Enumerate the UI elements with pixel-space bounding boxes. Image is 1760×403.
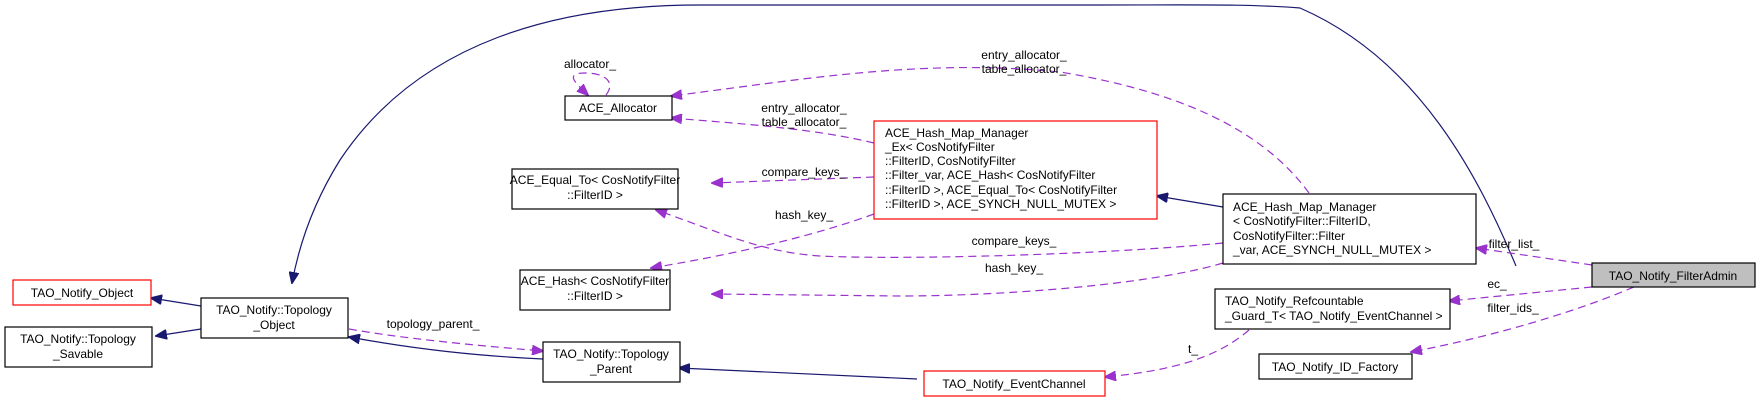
node-label: ACE_Equal_To< CosNotifyFilter (510, 173, 680, 187)
edge-label-table-allocator-mid: table_allocator_ (762, 115, 847, 129)
edge-label-topology-parent: topology_parent_ (387, 317, 480, 331)
node-label: TAO_Notify_Object (31, 286, 134, 300)
node-label: TAO_Notify_FilterAdmin (1609, 269, 1737, 283)
node-label: ACE_Hash_Map_Manager (1233, 200, 1376, 214)
edge-label-ec: ec_ (1487, 277, 1507, 291)
node-tao-notify-filteradmin[interactable]: TAO_Notify_FilterAdmin (1591, 262, 1756, 288)
node-label: _Guard_T< TAO_Notify_EventChannel > (1224, 309, 1443, 323)
edge-refcountable-guard-to-event-channel (1105, 329, 1250, 377)
edge-label-t: t_ (1188, 342, 1198, 356)
node-ace-hash-map-manager[interactable]: ACE_Hash_Map_Manager < CosNotifyFilter::… (1222, 193, 1477, 265)
edge-allocator-self (572, 72, 611, 95)
node-ace-hash[interactable]: ACE_Hash< CosNotifyFilter ::FilterID > (519, 269, 671, 311)
node-tao-notify-id-factory[interactable]: TAO_Notify_ID_Factory (1258, 353, 1413, 380)
edge-label-filter-list: filter_list_ (1489, 237, 1540, 251)
node-label: TAO_Notify::Topology (216, 303, 332, 317)
node-label: ::FilterID >, ACE_Equal_To< CosNotifyFil… (885, 183, 1117, 197)
node-ace-hash-map-manager-ex[interactable]: ACE_Hash_Map_Manager _Ex< CosNotifyFilte… (873, 120, 1158, 220)
node-topology-savable[interactable]: TAO_Notify::Topology _Savable (4, 326, 153, 368)
edge-topology-parent-to-topology-object (349, 337, 544, 360)
edge-topology-object-to-topology-savable (156, 328, 202, 336)
node-label: TAO_Notify::Topology (553, 347, 669, 361)
edge-hash-map-ex-to-hash (651, 213, 875, 268)
node-label: ::FilterID, CosNotifyFilter (885, 154, 1016, 168)
node-label: ::Filter_var, ACE_Hash< CosNotifyFilter (885, 168, 1095, 182)
node-label: < CosNotifyFilter::FilterID, (1233, 214, 1371, 228)
node-label: ACE_Hash_Map_Manager (885, 126, 1028, 140)
node-label: TAO_Notify_Refcountable (1225, 294, 1364, 308)
edge-filteradmin-to-hash-map-manager (1476, 248, 1593, 266)
node-refcountable-guard[interactable]: TAO_Notify_Refcountable _Guard_T< TAO_No… (1214, 288, 1451, 330)
edge-topology-object-to-notify-object (151, 298, 202, 307)
node-label: _Savable (52, 347, 103, 361)
edge-hash-map-manager-to-hash (712, 262, 1224, 296)
edge-hash-map-ex-to-allocator (671, 118, 875, 144)
node-label: TAO_Notify::Topology (20, 332, 136, 346)
edge-label-allocator: allocator_ (564, 57, 616, 71)
edge-hash-map-ex-to-equal-to (712, 176, 875, 183)
node-label: ACE_Hash< CosNotifyFilter (521, 274, 669, 288)
edge-topology-object-to-topology-parent (348, 328, 543, 351)
node-label: ::FilterID > (567, 188, 623, 202)
node-ace-allocator[interactable]: ACE_Allocator (564, 95, 673, 121)
node-ace-equal-to[interactable]: ACE_Equal_To< CosNotifyFilter ::FilterID… (510, 168, 680, 210)
edge-label-compare-keys-ex: compare_keys_ (762, 165, 847, 179)
edge-label-compare-keys-mgr: compare_keys_ (972, 234, 1057, 248)
edge-hash-map-manager-to-equal-to (656, 210, 1224, 258)
node-topology-parent[interactable]: TAO_Notify::Topology _Parent (542, 341, 681, 383)
edge-label-hash-key-mgr: hash_key_ (985, 261, 1043, 275)
edge-label-filter-ids: filter_ids_ (1487, 301, 1539, 315)
node-label: CosNotifyFilter::Filter (1233, 229, 1345, 243)
edge-label-table-allocator-top: table_allocator_ (982, 62, 1067, 76)
edge-hash-map-manager-to-allocator (671, 66, 1310, 194)
edge-label-hash-key-ex: hash_key_ (775, 208, 833, 222)
node-label: _Object (252, 318, 295, 332)
node-label: ::FilterID > (567, 289, 623, 303)
node-label: _var, ACE_SYNCH_NULL_MUTEX > (1232, 243, 1431, 257)
node-tao-notify-eventchannel[interactable]: TAO_Notify_EventChannel (923, 370, 1106, 397)
node-label: ACE_Allocator (579, 101, 657, 115)
edge-label-entry-allocator-top: entry_allocator_ (981, 48, 1067, 62)
node-label: ::FilterID >, ACE_SYNCH_NULL_MUTEX > (885, 197, 1116, 211)
node-topology-object[interactable]: TAO_Notify::Topology _Object (200, 297, 349, 339)
node-label: TAO_Notify_EventChannel (942, 377, 1085, 391)
node-tao-notify-object[interactable]: TAO_Notify_Object (12, 279, 152, 306)
edge-filteradmin-to-id-factory (1411, 286, 1635, 352)
edge-event-channel-to-topology-parent (679, 368, 918, 380)
edge-filteradmin-to-refcountable-guard (1449, 286, 1593, 301)
edge-label-entry-allocator-mid: entry_allocator_ (761, 101, 847, 115)
edge-filteradmin-to-topology-object (292, 4, 1517, 283)
edge-hash-map-manager-to-ex (1157, 196, 1224, 208)
node-label: _Ex< CosNotifyFilter (884, 140, 995, 154)
node-label: _Parent (589, 362, 633, 376)
node-label: TAO_Notify_ID_Factory (1272, 360, 1398, 374)
